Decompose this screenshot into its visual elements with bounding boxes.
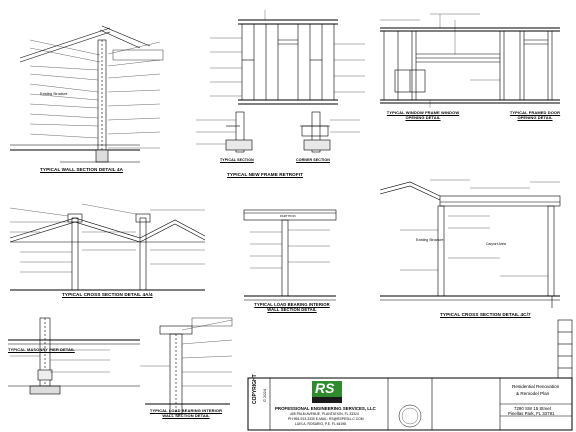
label-partition: PARTITION — [280, 214, 296, 218]
project-address-line2: Pinellas Park, FL 33781 — [508, 411, 555, 416]
title-load-bearing-interior: TYPICAL LOAD BEARING INTERIOR WALL SECTI… — [149, 408, 223, 418]
logo-letters: RS — [315, 380, 335, 396]
load-bearing-wall-detail — [243, 209, 337, 301]
new-frame-retrofit-detail — [196, 10, 365, 153]
load-bearing-interior-detail — [140, 317, 233, 415]
label-existing-structure-2: Existing Structure — [416, 238, 444, 242]
firm-address: 405 PALM AVENUE, PLANTATION, FL 33324 — [290, 412, 359, 416]
title-masonry-pier: TYPICAL MASONRY PIER DETAIL — [8, 347, 75, 352]
title-door-opening: TYPICAL FRAMED DOOR OPENING DETAIL — [509, 110, 561, 120]
project-subtitle: & Remodel Plan — [516, 391, 550, 396]
title-cross-section-4a: TYPICAL CROSS SECTION DETAIL 4A/4 — [62, 292, 153, 297]
firm-phone: PH 954-913-3330 E-MAIL: RS@RSPESLLC.COM — [288, 417, 364, 421]
firm-logo — [312, 381, 342, 403]
title-new-frame: TYPICAL NEW FRAME RETROFIT — [227, 172, 304, 177]
title-wall-section: TYPICAL WALL SECTION DETAIL 4A — [40, 167, 124, 172]
title-typical-section: TYPICAL SECTION — [220, 158, 254, 162]
title-load-bearing-wall: TYPICAL LOAD BEARING INTERIOR WALL SECTI… — [254, 302, 330, 312]
label-carport-area: Carport Area — [486, 242, 506, 246]
cross-section-4a-detail — [9, 203, 206, 291]
project-title: Residential Renovation — [512, 384, 560, 389]
project-address-line1: 7290 SW 15 Street — [514, 406, 552, 411]
label-existing-structure: Existing Structure — [40, 92, 68, 96]
wall-section-detail — [10, 25, 164, 163]
masonry-pier-detail — [8, 317, 140, 395]
title-window-opening: TYPICAL WINDOW FRAME WINDOW OPENING DETA… — [386, 110, 460, 120]
window-door-opening-detail — [380, 13, 560, 108]
title-block — [247, 319, 573, 431]
copyright-label: COPYRIGHT — [252, 374, 258, 404]
firm-name: PROFESSIONAL ENGINEERING SERVICES, LLC — [275, 406, 376, 411]
engineer-name: LUIS A. ROSARIO, P.E. FL 64198 — [295, 422, 347, 426]
cross-section-4c-detail — [379, 179, 561, 308]
title-corner-section: CORNER SECTION — [296, 158, 330, 162]
title-cross-section-4c: TYPICAL CROSS SECTION DETAIL 4C/7 — [440, 312, 531, 317]
copyright-year: © 2024 — [262, 389, 267, 402]
